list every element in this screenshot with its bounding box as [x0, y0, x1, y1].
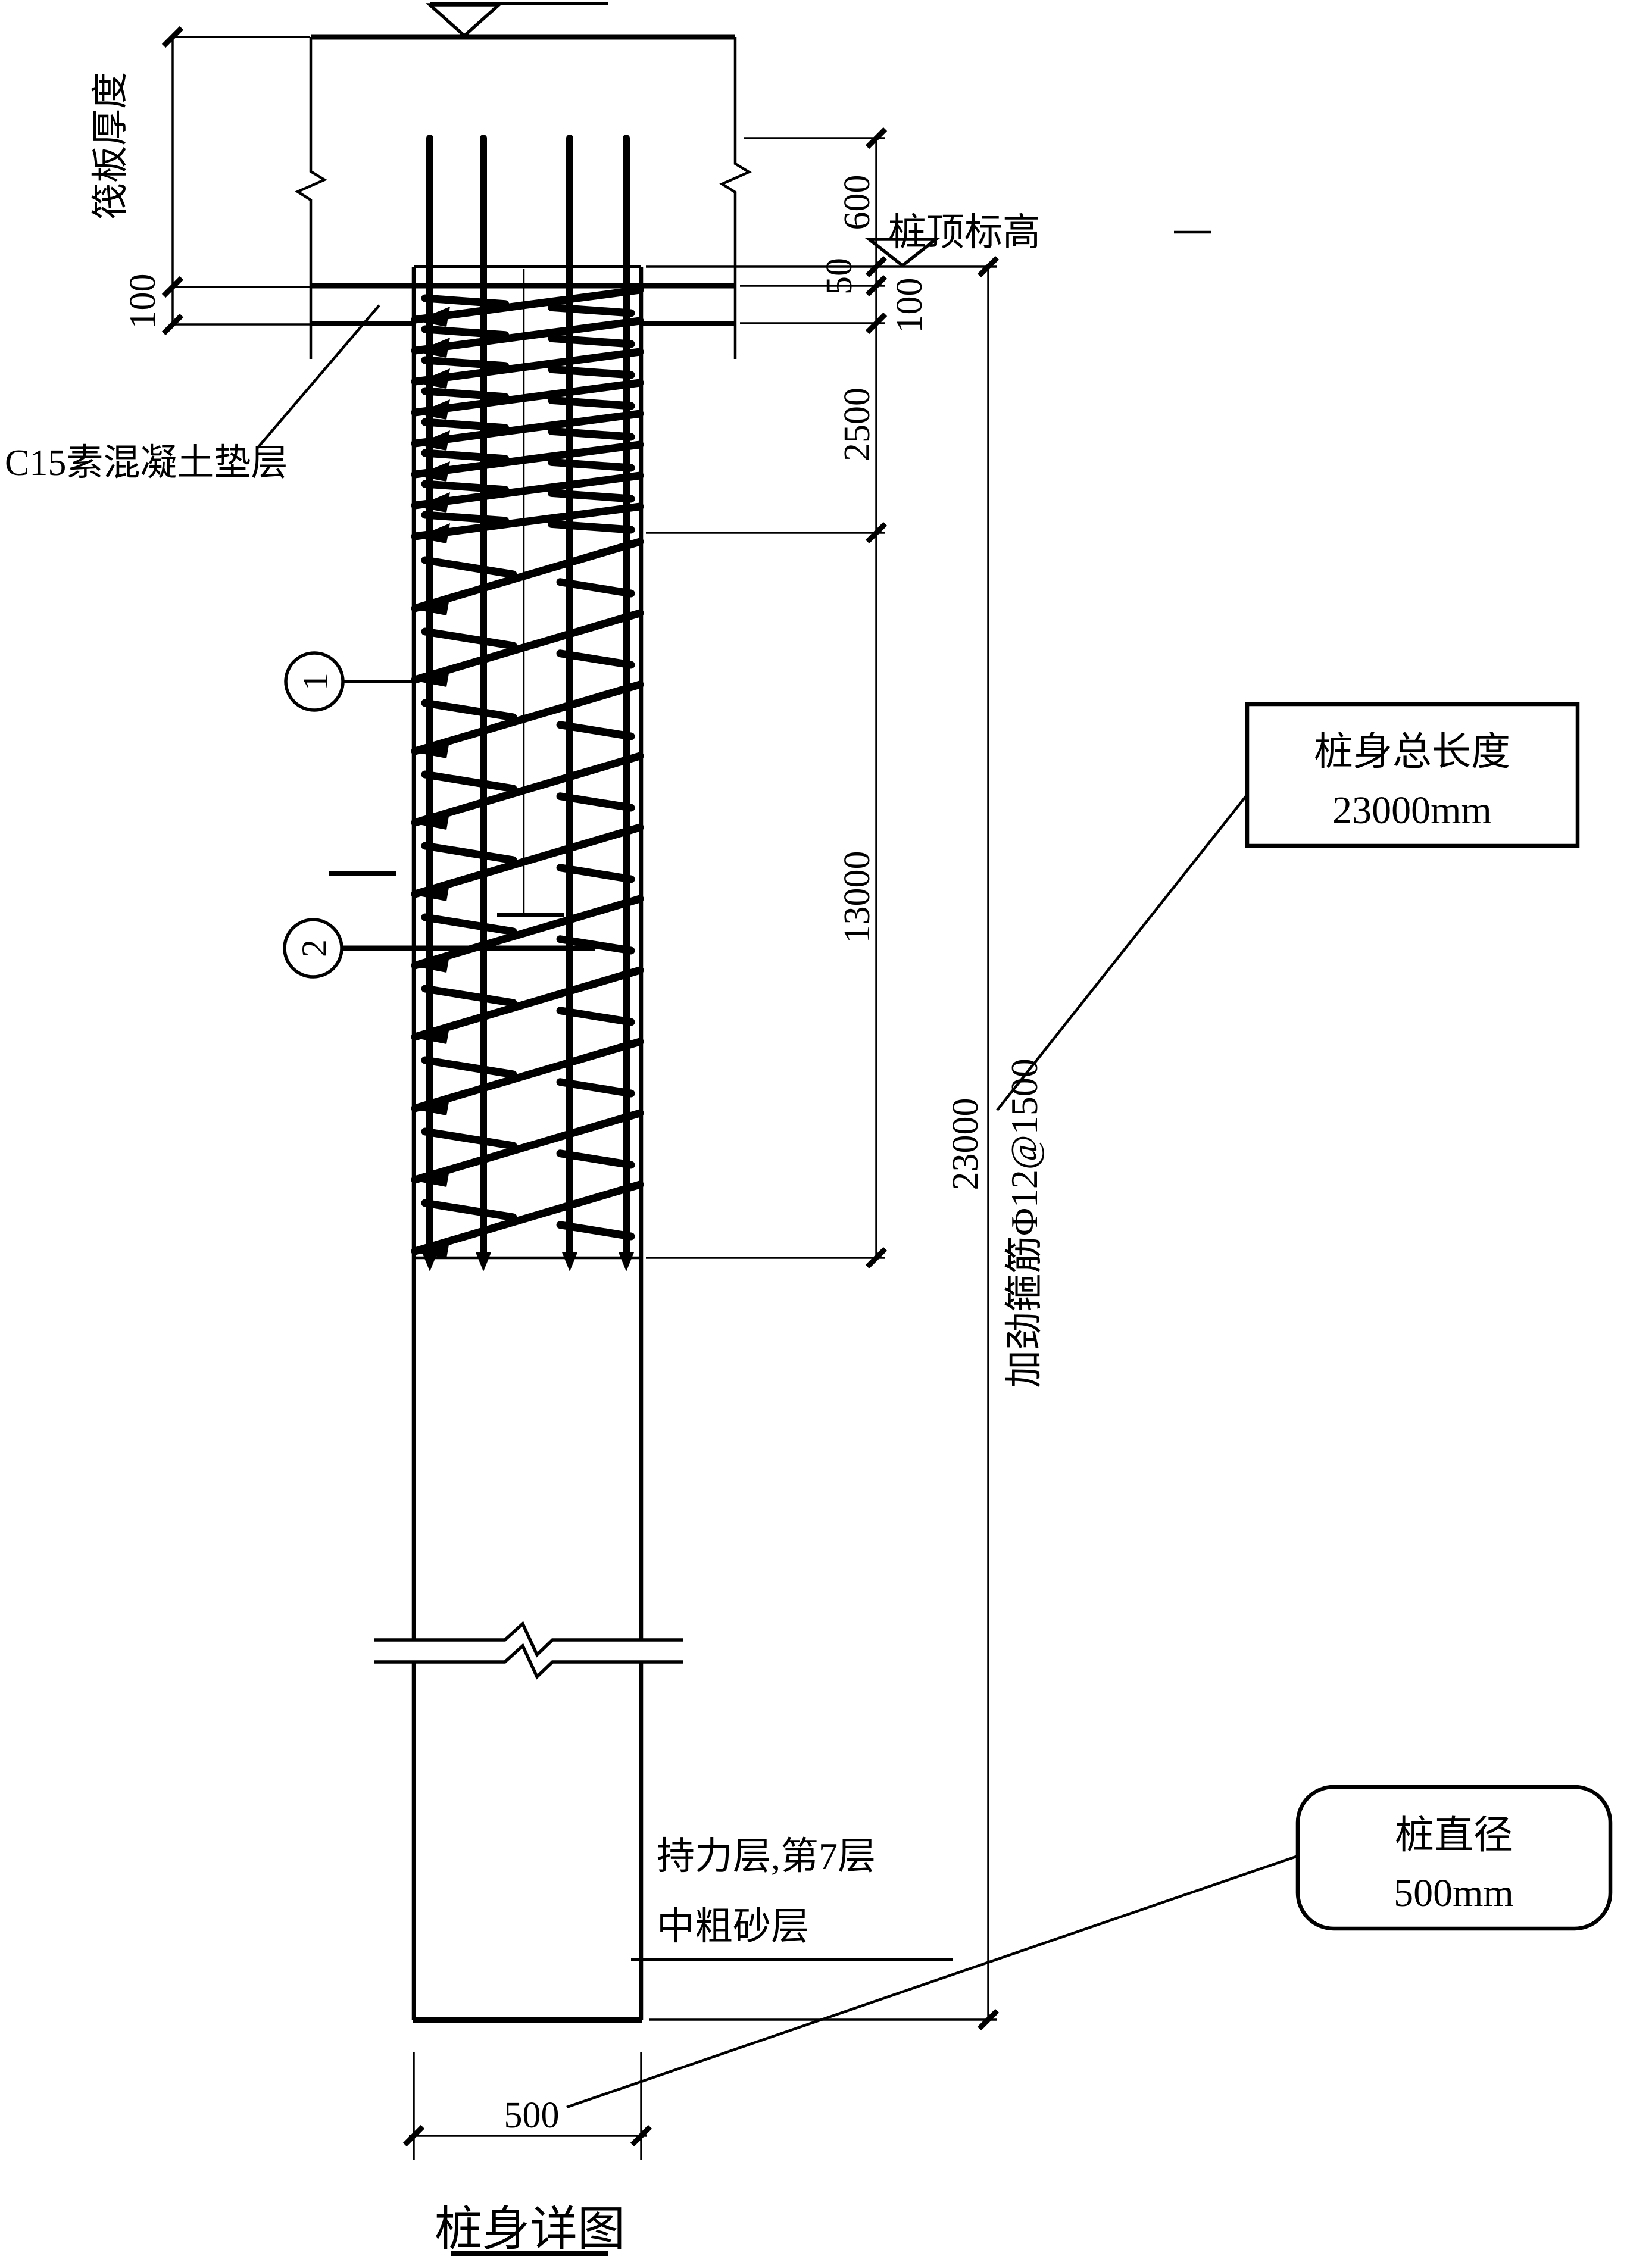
- cushion-thickness-right-label: 100: [889, 278, 930, 333]
- raft-right-edge: [719, 37, 752, 359]
- diameter-box-leader: [566, 1854, 1298, 2109]
- dimensions-left: 筏板厚度 100: [90, 26, 310, 336]
- bearing-layer-line1: 持力层,第7层: [657, 1835, 876, 1877]
- drawing-title-block: 桩身详图: [435, 2204, 625, 2256]
- total-length-box-line1: 桩身总长度: [1314, 730, 1510, 774]
- diameter-box-line1: 桩直径: [1395, 1814, 1513, 1857]
- stirrup-zone-label: 13000: [837, 851, 877, 943]
- stirrup-note-label: 加劲箍筋Φ12@1500: [1003, 1058, 1045, 1388]
- raft-left-edge: [295, 37, 327, 359]
- pile-break-line-upper: [374, 1621, 683, 1658]
- total-length-box: [1245, 702, 1580, 848]
- dense-stirrup-zone-label: 2500: [837, 388, 877, 461]
- pile-top-elevation-label: 桩顶标高: [888, 211, 1041, 254]
- cushion-thickness-left-label: 100: [123, 274, 163, 329]
- cushion-note-label: C15素混凝土垫层: [5, 443, 288, 483]
- section-2-label: 2: [295, 939, 334, 957]
- elevation-triangle-icon: [425, 3, 504, 38]
- diameter-box-line2: 500mm: [1394, 1871, 1514, 1915]
- section-1-label: 1: [296, 673, 335, 690]
- raft-thickness-label: 筏板厚度: [90, 72, 131, 220]
- dimensions-right: 600 50 100 2500 13000: [646, 127, 997, 1269]
- dimension-total-length: 23000 加劲箍筋Φ12@1500: [649, 255, 1045, 2031]
- cushion-note: C15素混凝土垫层: [5, 304, 380, 483]
- cushion-leader-line: [257, 304, 380, 449]
- pile-total-length-label: 23000: [945, 1098, 986, 1191]
- diameter-box: [1295, 1785, 1613, 1931]
- pile-top-elevation-annotation: 桩顶标高: [864, 211, 1211, 268]
- pile-embedment-label: 50: [819, 258, 860, 295]
- bottom-dimension: 500: [402, 2052, 652, 2160]
- total-length-box-line2: 23000mm: [1332, 789, 1492, 832]
- pile-break-line-lower: [374, 1643, 683, 1680]
- bearing-layer-note: 持力层,第7层 中粗砂层: [631, 1835, 953, 1961]
- pile-width-label: 500: [504, 2095, 560, 2136]
- stirrup-spiral: [411, 286, 644, 1258]
- callout-boxes: 桩身总长度 23000mm 桩直径 500mm: [566, 702, 1613, 2109]
- raft-top-elevation-symbol: [425, 2, 608, 38]
- drawing-title: 桩身详图: [435, 2204, 625, 2256]
- anchorage-length-label: 600: [837, 175, 877, 230]
- total-length-box-leader: [996, 793, 1248, 1111]
- pile-body: [374, 265, 683, 2023]
- bearing-layer-line2: 中粗砂层: [657, 1905, 809, 1948]
- pile-top-elevation-triangle-icon: [864, 238, 941, 268]
- section-marks: 1 2: [283, 651, 595, 979]
